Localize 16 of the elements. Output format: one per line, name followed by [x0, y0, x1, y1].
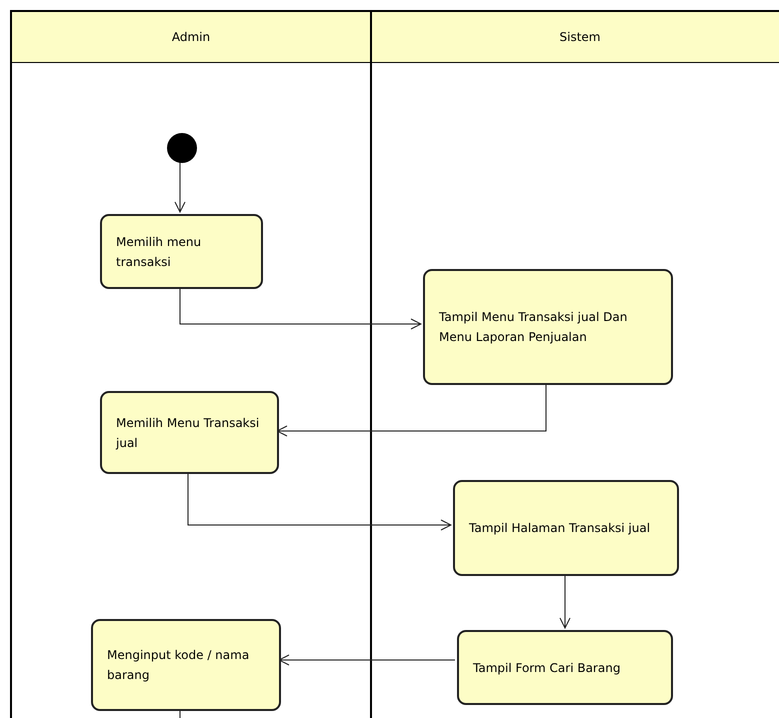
start-node	[167, 133, 197, 163]
arrow	[276, 382, 546, 436]
arrow	[174, 160, 186, 212]
arrow	[180, 286, 422, 330]
lane-header: Admin	[12, 12, 370, 63]
arrow	[560, 574, 570, 628]
activity-box: Tampil Halaman Transaksi jual	[453, 480, 679, 576]
activity-box: Tampil Form Cari Barang	[457, 630, 673, 705]
activity-box: Tampil Menu Transaksi jual Dan Menu Laporan Penjualan	[423, 269, 673, 385]
activity-box: Menginput kode / nama barang	[91, 619, 281, 711]
arrow	[278, 654, 456, 666]
arrow	[188, 472, 452, 530]
activity-box: Memilih menu transaksi	[100, 214, 263, 289]
swimlane	[10, 10, 372, 718]
lane-header: Sistem	[372, 12, 779, 63]
activity-box: Memilih Menu Transaksi jual	[100, 391, 279, 474]
